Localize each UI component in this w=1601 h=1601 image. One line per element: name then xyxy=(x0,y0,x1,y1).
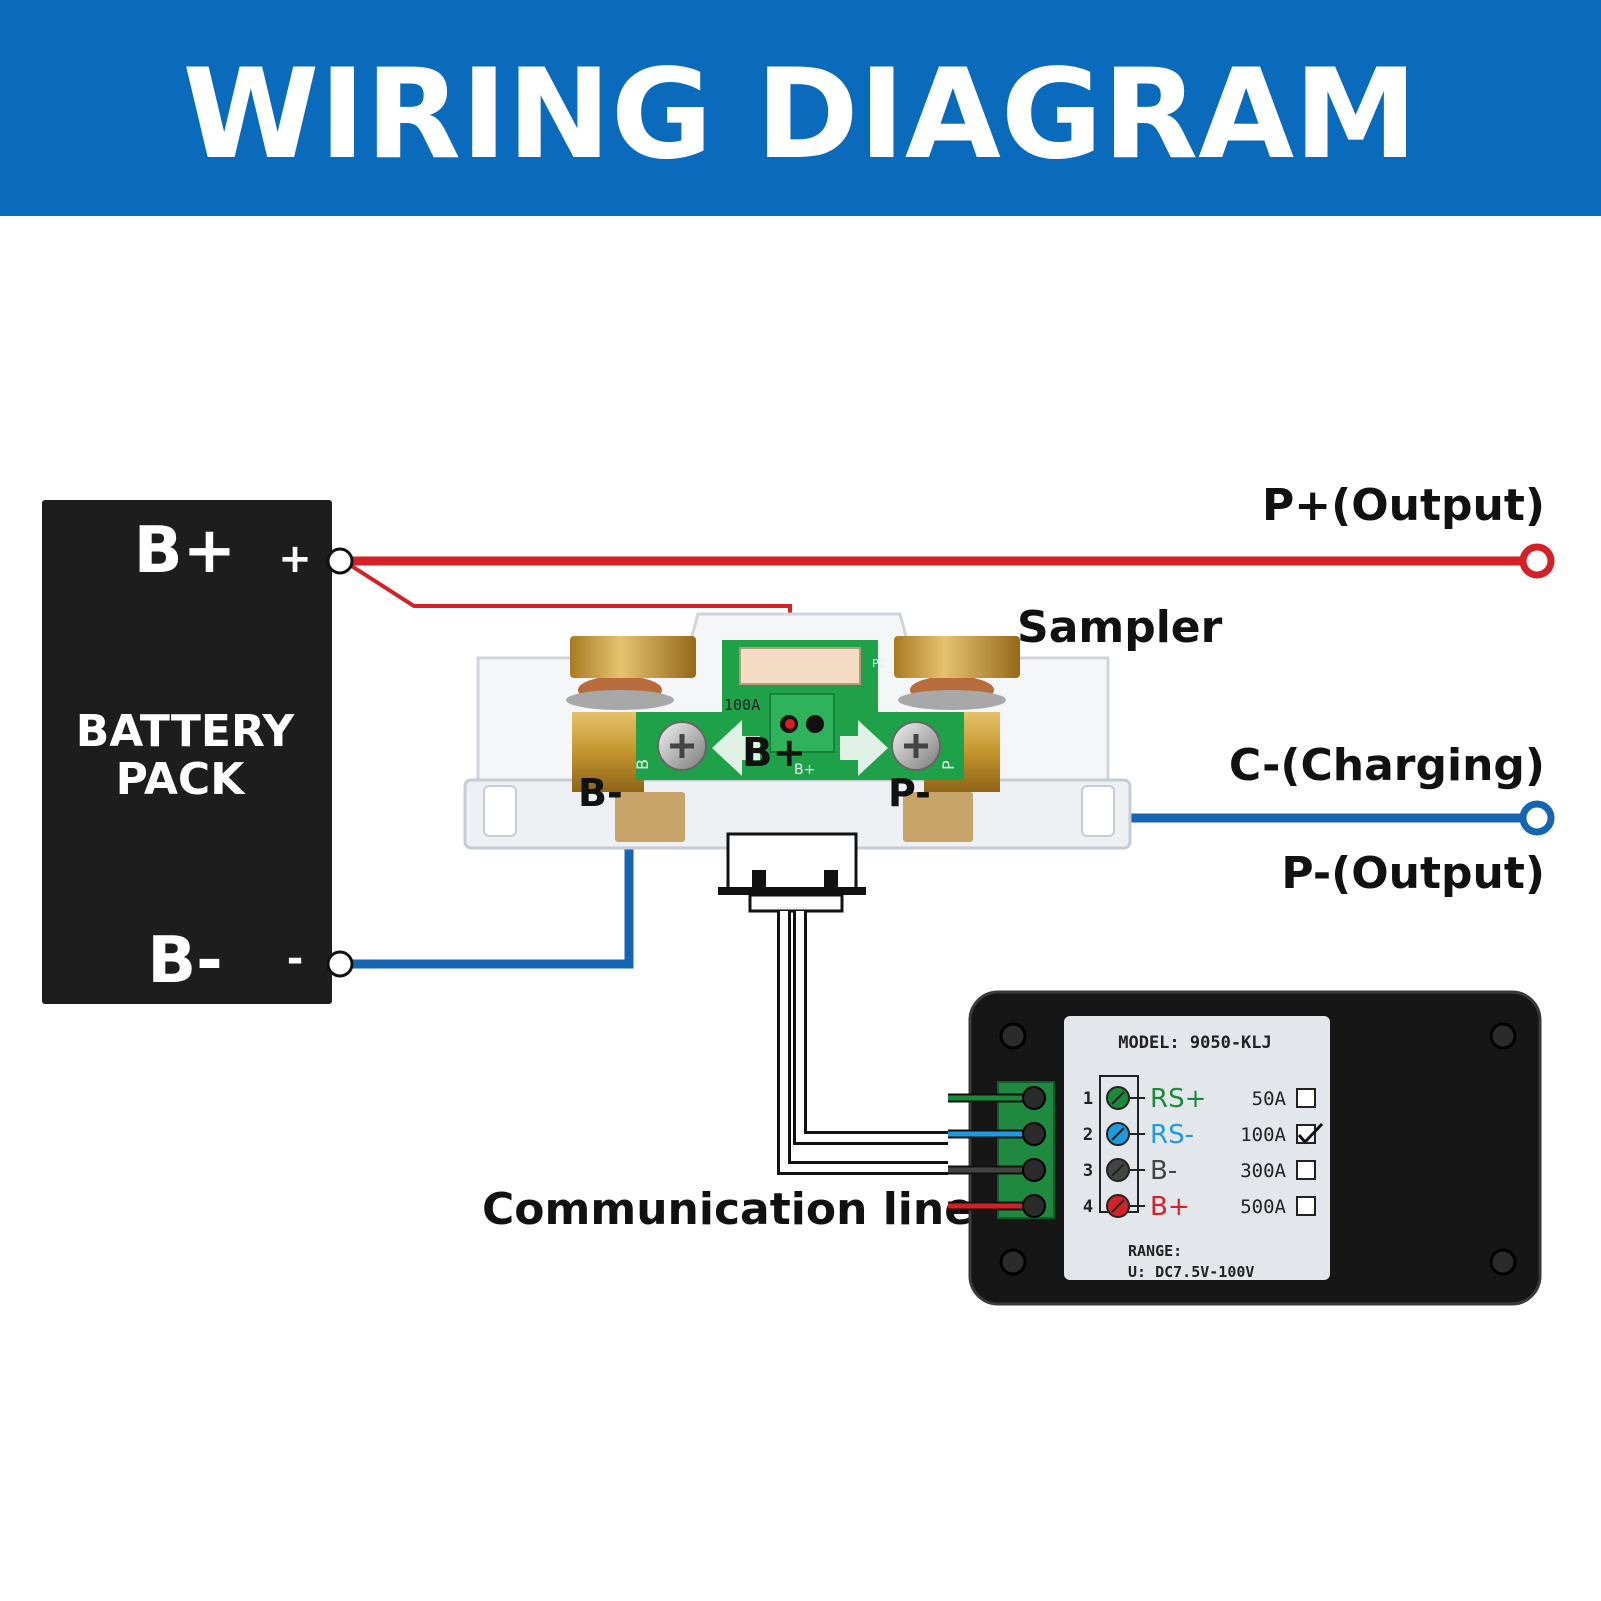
right-brass-foot xyxy=(903,792,973,842)
battery-name-line1: BATTERY xyxy=(76,706,296,757)
right-hex-nut xyxy=(894,636,1020,678)
meter-terminal-name: RS+ xyxy=(1150,1084,1206,1114)
meter-range-checkbox xyxy=(1296,1160,1316,1180)
sampler-power-contact xyxy=(785,719,795,729)
meter-terminal-slot xyxy=(1111,1199,1125,1213)
left-arrow-icon xyxy=(712,720,760,776)
p-minus-output-label: P-(Output) xyxy=(1281,848,1545,899)
meter-terminal-number: 2 xyxy=(1083,1125,1093,1145)
meter-terminal-number: 3 xyxy=(1083,1161,1093,1181)
sampler-rating-label: 100A xyxy=(724,696,760,714)
right-arrow-icon xyxy=(840,720,888,776)
battery-positive-terminal xyxy=(326,547,354,575)
meter-terminal-name: RS- xyxy=(1150,1120,1194,1150)
communication-cable xyxy=(718,832,948,1175)
sampler-right-terminal-label: P- xyxy=(888,771,931,815)
pcb-left-mark: B xyxy=(633,759,652,770)
meter-range-check-icon xyxy=(1297,1122,1324,1145)
left-flat-washer xyxy=(566,690,674,710)
negative-output-terminal xyxy=(1519,800,1555,836)
meter-block-screw-icon xyxy=(1022,1158,1046,1182)
comm-cable-outer-2 xyxy=(793,911,948,1145)
battery-negative-terminal xyxy=(326,950,354,978)
meter-range-value: U: DC7.5V-100V xyxy=(1128,1263,1254,1281)
shunt-right-mount xyxy=(1081,785,1115,837)
meter-block-screw-icon xyxy=(1022,1086,1046,1110)
left-hex-nut xyxy=(570,636,696,678)
communication-line-label: Communication line xyxy=(482,1184,974,1235)
page-title: WIRING DIAGRAM xyxy=(183,43,1418,187)
battery-positive-label: B+ xyxy=(134,514,236,588)
meter-terminal-slot xyxy=(1111,1163,1125,1177)
left-brass-foot xyxy=(615,792,685,842)
comm-cable-inner-2 xyxy=(796,911,948,1142)
pcb-pin-label: B+ xyxy=(794,762,815,778)
meter-range-option: 50A xyxy=(1252,1088,1287,1110)
sampler-left-terminal-label: B- xyxy=(578,771,623,815)
right-flat-washer xyxy=(898,690,1006,710)
meter-block-screw-icon xyxy=(1022,1194,1046,1218)
battery-pack: B+ + BATTERY PACK B- - xyxy=(42,500,354,1004)
meter-range-option: 300A xyxy=(1240,1160,1286,1182)
meter-terminal-rows: 1 RS+ 50A 2 RS- 100A 3 B- 300A 4 B+ 500A xyxy=(948,1084,1324,1222)
meter-terminal-slot xyxy=(1111,1127,1125,1141)
meter-range-option: 100A xyxy=(1240,1124,1286,1146)
positive-output-terminal xyxy=(1519,543,1555,579)
meter-range-title: RANGE: xyxy=(1128,1242,1182,1260)
comm-plug-pin-1 xyxy=(752,870,766,890)
meter-model: MODEL: 9050-KLJ xyxy=(1118,1033,1272,1053)
comm-plug-pin-2 xyxy=(824,870,838,890)
battery-negative-wire xyxy=(348,808,634,969)
meter-terminal-name: B- xyxy=(1150,1156,1177,1186)
meter-screw-bottom-right xyxy=(1489,1248,1517,1276)
battery-negative-sign: - xyxy=(287,936,304,982)
meter-terminal-name: B+ xyxy=(1150,1192,1190,1222)
meter-block-screw-icon xyxy=(1022,1122,1046,1146)
comm-plug-base xyxy=(748,893,844,913)
battery-name-line2: PACK xyxy=(116,754,247,805)
meter-terminal-slot xyxy=(1111,1091,1125,1105)
pcb-connector-mark: P1 xyxy=(872,657,886,670)
p-plus-output-label: P+(Output) xyxy=(1262,480,1545,531)
meter-terminal-number: 1 xyxy=(1083,1089,1093,1109)
right-screw-cross xyxy=(904,734,928,758)
banner-background xyxy=(0,0,1601,216)
sampler-shunt: P1 100A B P B+ B+ B- P- xyxy=(463,612,1132,850)
comm-plug-rail xyxy=(718,887,866,895)
pcb-connector-header xyxy=(739,647,861,685)
meter-range-checkbox xyxy=(1296,1088,1316,1108)
c-minus-charging-label: C-(Charging) xyxy=(1229,740,1545,791)
battery-positive-sign: + xyxy=(278,536,312,582)
meter-terminal-number: 4 xyxy=(1083,1197,1093,1217)
battery-body xyxy=(42,500,332,1004)
pcb-right-mark: P xyxy=(939,760,958,770)
meter-screw-bottom-left xyxy=(999,1248,1027,1276)
battery-negative-label: B- xyxy=(147,924,222,998)
left-screw-cross xyxy=(670,734,694,758)
meter-range-checkbox xyxy=(1296,1196,1316,1216)
meter-screw-top-left xyxy=(999,1022,1027,1050)
pcb-terminal-hole-2 xyxy=(806,715,824,733)
meter-label-plate xyxy=(1064,1016,1330,1280)
left-brass-block xyxy=(572,712,644,792)
header-banner: WIRING DIAGRAM xyxy=(0,0,1601,216)
comm-cable-inner-1 xyxy=(780,911,948,1172)
shunt-left-mount xyxy=(483,785,517,837)
sampler-label: Sampler xyxy=(1017,602,1223,653)
meter-range-option: 500A xyxy=(1240,1196,1286,1218)
sampler-center-label: B+ xyxy=(742,730,806,776)
comm-cable-outer-1 xyxy=(777,911,948,1175)
meter-screw-top-right xyxy=(1489,1022,1517,1050)
